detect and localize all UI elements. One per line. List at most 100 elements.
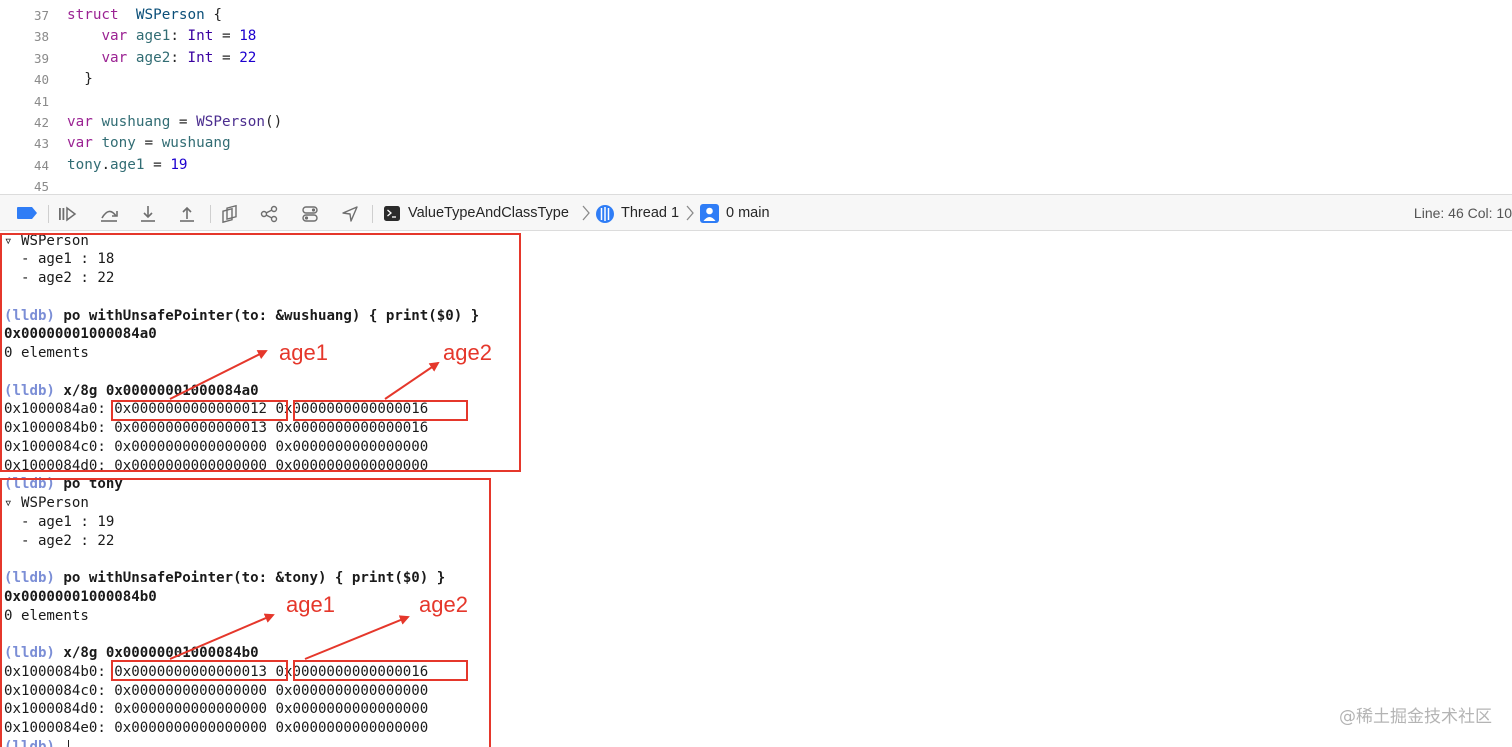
console-text: po withUnsafePointer(to: &wushuang) { pr… (54, 307, 480, 324)
console-line: 0x1000084d0: 0x0000000000000000 0x000000… (4, 457, 428, 476)
code-line[interactable]: 45 (0, 176, 1512, 194)
code-token: age2 (135, 49, 171, 66)
code-token (119, 7, 136, 23)
code-line[interactable]: 40 } (0, 69, 1512, 90)
annotation-label-age2: age2 (419, 592, 468, 617)
console-line: 0 elements (4, 344, 89, 363)
lldb-prompt: (lldb) (4, 645, 55, 661)
code-token: = (144, 156, 171, 173)
console-text: ▿ WSPerson (4, 495, 89, 511)
console-line: 0x1000084a0: 0x0000000000000012 0x000000… (4, 400, 428, 419)
console-line: 0x1000084b0: 0x0000000000000013 0x000000… (4, 419, 428, 438)
annotation-box-age1-tony (111, 660, 288, 681)
code-text: struct WSPerson { (67, 5, 222, 26)
annotation-box-age2-tony (293, 660, 468, 681)
lldb-prompt: (lldb) (4, 570, 55, 586)
code-token: = (213, 49, 240, 66)
line-number: 43 (33, 136, 49, 152)
code-line[interactable]: 41 (0, 91, 1512, 112)
console-line: ▿ WSPerson (4, 494, 89, 513)
line-number: 44 (33, 157, 49, 173)
code-token: age1 (135, 28, 171, 45)
console-text: 0x1000084b0: 0x0000000000000013 0x000000… (4, 663, 429, 680)
code-token: 22 (239, 49, 257, 66)
console-line: 0x1000084c0: 0x0000000000000000 0x000000… (4, 438, 428, 457)
line-number: 45 (33, 179, 49, 194)
line-column-indicator: Line: 46 Col: 10 (1413, 205, 1512, 221)
watermark: @稀土掘金技术社区 (1339, 707, 1492, 727)
console-text: 0 elements (4, 345, 89, 361)
code-token: 18 (239, 28, 257, 45)
annotation-label-age2: age2 (443, 340, 492, 365)
console-text: 0x1000084d0: 0x0000000000000000 0x000000… (4, 457, 429, 474)
line-number: 38 (33, 29, 49, 45)
console-text: - age2 : 22 (4, 270, 115, 286)
code-token: var (101, 49, 128, 66)
console-text: 0x1000084d0: 0x0000000000000000 0x000000… (4, 701, 429, 718)
lldb-prompt: (lldb) (4, 738, 55, 747)
console-line: ▿ WSPerson (4, 232, 89, 251)
environment-overrides-icon[interactable] (300, 204, 320, 224)
console-line: 0x00000001000084b0 (4, 588, 157, 607)
console-text: 0x1000084a0: 0x0000000000000012 0x000000… (4, 401, 429, 418)
console-line: (lldb) po tony (4, 475, 123, 494)
code-token: var (67, 114, 93, 130)
code-token: : (170, 28, 188, 45)
code-token (127, 28, 136, 44)
console-line: (lldb) (4, 738, 63, 747)
code-token: tony (101, 135, 136, 152)
code-line[interactable]: 43 var tony = wushuang (0, 133, 1512, 154)
code-token: age1 (110, 156, 145, 173)
continue-icon[interactable] (57, 204, 77, 224)
code-line[interactable]: 39 var age2: Int = 22 (0, 48, 1512, 69)
simulate-location-icon[interactable] (340, 204, 360, 224)
breadcrumb-scheme[interactable]: ValueTypeAndClassType (408, 205, 569, 221)
code-token: 19 (170, 156, 188, 173)
code-token: var (67, 135, 93, 152)
console-text: ▿ WSPerson (4, 232, 89, 249)
console-text: - age1 : 18 (4, 251, 115, 268)
console-text: 0x00000001000084a0 (4, 326, 157, 343)
console-text: - age1 : 19 (4, 513, 115, 530)
code-token: Int (187, 49, 214, 66)
memory-graph-icon[interactable] (259, 204, 279, 224)
breadcrumb-frame[interactable]: 0 main (726, 205, 770, 221)
breadcrumb-chevron-icon (582, 205, 590, 221)
console-text: po tony (54, 476, 123, 493)
console-line: - age2 : 22 (4, 269, 114, 288)
line-number: 42 (33, 115, 49, 130)
view-hierarchy-icon[interactable] (220, 204, 240, 224)
annotation-box-tony (0, 478, 491, 747)
code-token: WSPerson (135, 7, 205, 23)
console-line: 0 elements (4, 607, 89, 626)
breadcrumb-thread[interactable]: Thread 1 (621, 205, 680, 221)
code-token: Int (187, 28, 214, 45)
annotation-box-age1-wushuang (111, 400, 288, 421)
code-token (127, 50, 136, 66)
code-token: } (67, 71, 93, 88)
console-line: - age2 : 22 (4, 532, 114, 551)
code-token (67, 50, 101, 66)
step-out-icon[interactable] (177, 204, 197, 224)
lldb-prompt: (lldb) (4, 476, 55, 493)
console-text: po withUnsafePointer(to: &tony) { print(… (54, 570, 446, 586)
breakpoints-toggle-icon[interactable] (16, 206, 38, 220)
console-text: 0x1000084b0: 0x0000000000000013 0x000000… (4, 420, 429, 436)
code-token: WSPerson (196, 114, 266, 130)
step-over-icon[interactable] (99, 204, 119, 224)
code-text: var tony = wushuang (67, 133, 231, 154)
console-text: 0x1000084c0: 0x0000000000000000 0x000000… (4, 682, 429, 699)
debug-console[interactable]: (lldb) 0x1000084e0: 0x0000000000000000 0… (0, 231, 1512, 747)
code-token: tony (67, 156, 102, 173)
code-line[interactable]: 38 var age1: Int = 18 (0, 26, 1512, 47)
user-frame-icon (700, 204, 719, 223)
step-into-icon[interactable] (138, 204, 158, 224)
line-number: 39 (33, 50, 49, 66)
code-token (67, 28, 101, 44)
lldb-prompt: (lldb) (4, 307, 55, 324)
console-line: 0x00000001000084a0 (4, 325, 157, 344)
